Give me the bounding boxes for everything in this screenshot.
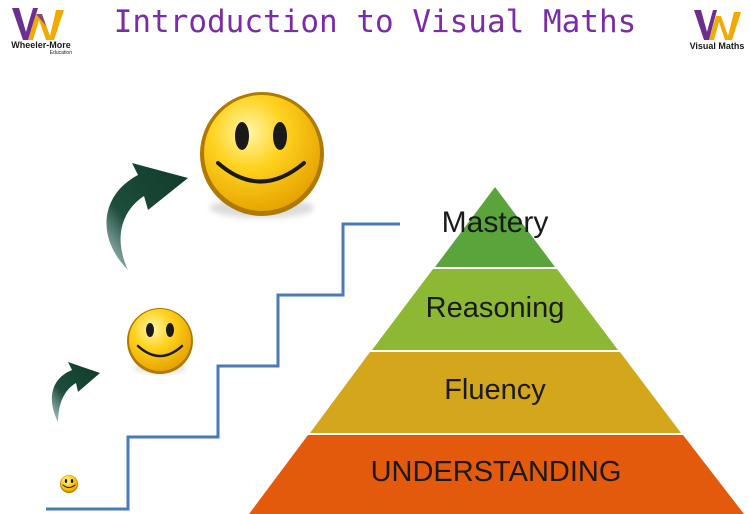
page-title: Introduction to Visual Maths [113, 4, 637, 40]
pyramid-tier-fluency [310, 352, 681, 433]
wm-logo-mark-icon [12, 8, 64, 40]
pyramid-label-fluency: Fluency [444, 374, 546, 406]
pyramid-label-reasoning: Reasoning [425, 292, 565, 324]
logo-right-main-text: Visual Maths [689, 41, 745, 51]
vm-logo-mark-icon [694, 10, 741, 40]
pyramid [249, 187, 744, 514]
medium-smiley-icon [127, 308, 193, 374]
staircase-line [46, 222, 400, 511]
logo-left-main-text: Wheeler-More [11, 40, 71, 50]
pyramid-tier-mastery [435, 187, 555, 267]
pyramid-tier-understanding [249, 435, 744, 514]
logo-left-sub-text: Education [49, 50, 72, 56]
small-curved-arrow-icon [51, 362, 100, 422]
large-curved-arrow-icon [106, 163, 188, 270]
pyramid-label-mastery: Mastery [441, 206, 549, 239]
wheeler-more-logo: Wheeler-More Education [6, 6, 76, 58]
large-smiley-icon [200, 92, 324, 218]
pyramid-tier-reasoning [372, 269, 618, 350]
small-smiley-icon [60, 475, 78, 493]
pyramid-label-understanding: UNDERSTANDING [370, 456, 622, 488]
visual-maths-logo: Visual Maths [686, 8, 748, 54]
